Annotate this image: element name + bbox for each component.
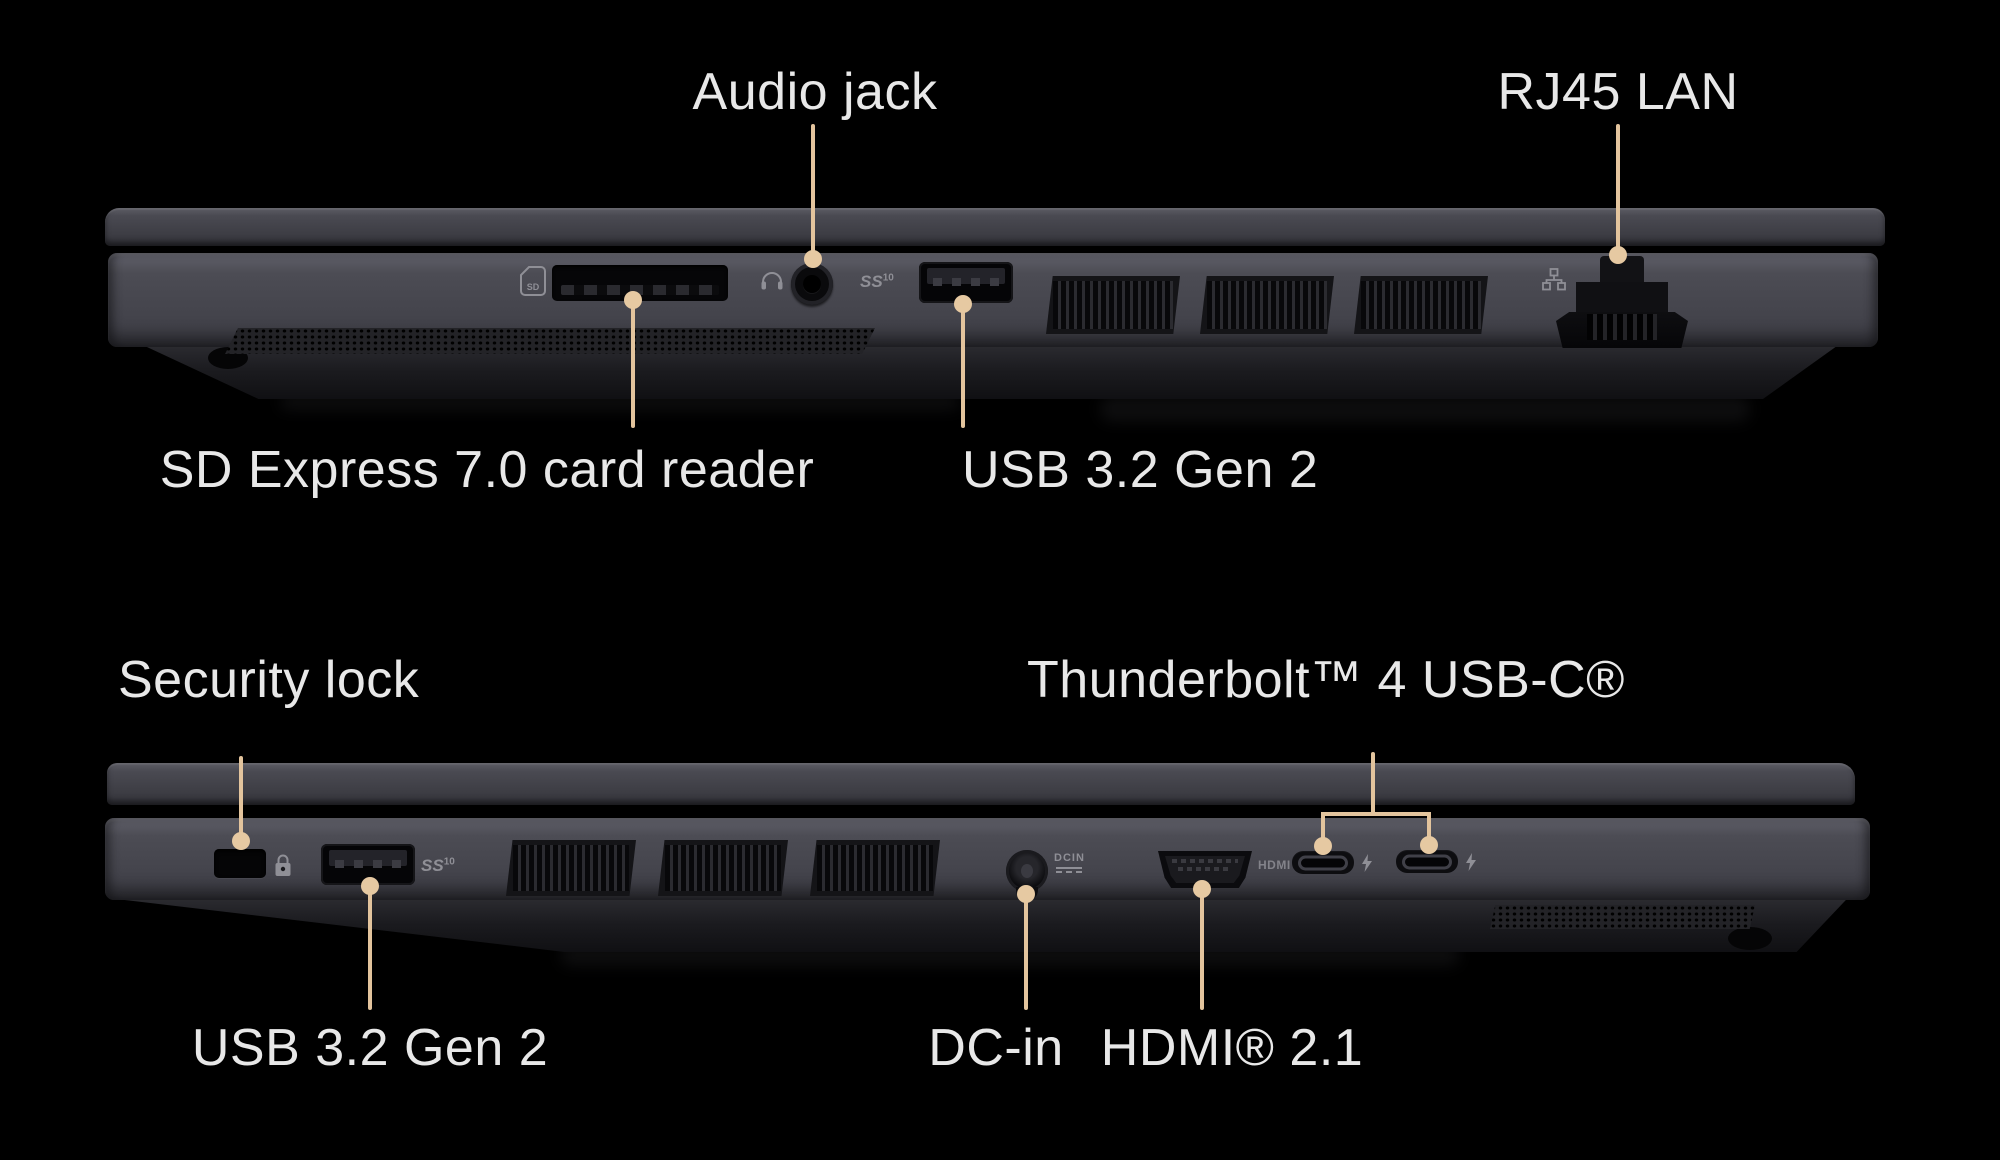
callout-line-sd [631, 306, 635, 428]
lock-icon [275, 854, 291, 876]
laptop-lid [105, 208, 1885, 246]
callout-dot-audio-jack [804, 250, 822, 268]
laptop-right-side-view: SD SS10 [105, 205, 1885, 435]
hdmi-icon: HDMI [1258, 858, 1291, 872]
vent-grille [1200, 276, 1334, 334]
callout-line-thunderbolt-bar [1321, 812, 1431, 816]
rj45-lan-port [1556, 256, 1688, 348]
label-security-lock: Security lock [118, 651, 420, 709]
thunderbolt-icon [1362, 854, 1372, 872]
label-hdmi: HDMI® 2.1 [1100, 1019, 1364, 1077]
laptop-underside [146, 347, 1836, 399]
label-dc-in: DC-in [928, 1019, 1064, 1077]
callout-dot-thunderbolt-2 [1420, 836, 1438, 854]
speaker-grille [1490, 905, 1755, 929]
usb-ss10-icon: SS10 [860, 272, 894, 291]
usb-c-port-2 [1396, 850, 1458, 873]
usb-ss10-icon: SS10 [421, 856, 455, 875]
vent-grille [1046, 276, 1180, 334]
callout-dot-dc-in [1017, 885, 1035, 903]
callout-dot-hdmi [1193, 880, 1211, 898]
thunderbolt-icon [1466, 853, 1476, 871]
callout-line-rj45 [1616, 124, 1620, 250]
callout-dot-thunderbolt-1 [1314, 837, 1332, 855]
dc-in-icon: DCIN [1054, 853, 1085, 873]
callout-line-usb-top [961, 310, 965, 428]
laptop-lid [107, 763, 1855, 805]
svg-text:SD: SD [527, 282, 540, 292]
callout-line-usb-bottom [368, 890, 372, 1010]
callout-dot-usb-bottom [361, 877, 379, 895]
laptop-shadow [1100, 396, 1750, 422]
callout-dot-usb-top [954, 295, 972, 313]
callout-line-thunderbolt-stem [1371, 752, 1375, 814]
callout-dot-rj45 [1609, 246, 1627, 264]
lan-icon [1542, 268, 1566, 291]
speaker-grille [225, 328, 875, 354]
label-usb-bottom: USB 3.2 Gen 2 [191, 1019, 549, 1077]
usb-c-port-1 [1292, 851, 1354, 874]
callout-line-audio-jack [811, 124, 815, 252]
usb-a-port [321, 844, 415, 885]
sd-card-icon: SD [520, 266, 546, 296]
security-lock-slot [214, 849, 266, 878]
vent-grille [658, 840, 788, 896]
callout-line-hdmi [1200, 892, 1204, 1010]
vent-grille [810, 840, 940, 896]
vent-grille [1354, 276, 1488, 334]
label-sd-card-reader: SD Express 7.0 card reader [159, 441, 815, 499]
callout-line-security-lock [239, 756, 243, 838]
headphone-icon [761, 272, 783, 290]
callout-line-thunderbolt-drop-2 [1427, 812, 1431, 843]
label-rj45-lan: RJ45 LAN [1497, 63, 1739, 121]
callout-dot-security-lock [232, 832, 250, 850]
vent-grille [506, 840, 636, 896]
callout-dot-sd [624, 291, 642, 309]
callout-line-thunderbolt-drop-1 [1321, 812, 1325, 844]
label-audio-jack: Audio jack [692, 63, 938, 121]
label-thunderbolt: Thunderbolt™ 4 USB-C® [1027, 651, 1625, 709]
label-usb-top: USB 3.2 Gen 2 [962, 441, 1319, 499]
audio-jack-port [791, 263, 833, 305]
callout-line-dc-in [1024, 898, 1028, 1010]
rubber-foot [1728, 927, 1772, 950]
